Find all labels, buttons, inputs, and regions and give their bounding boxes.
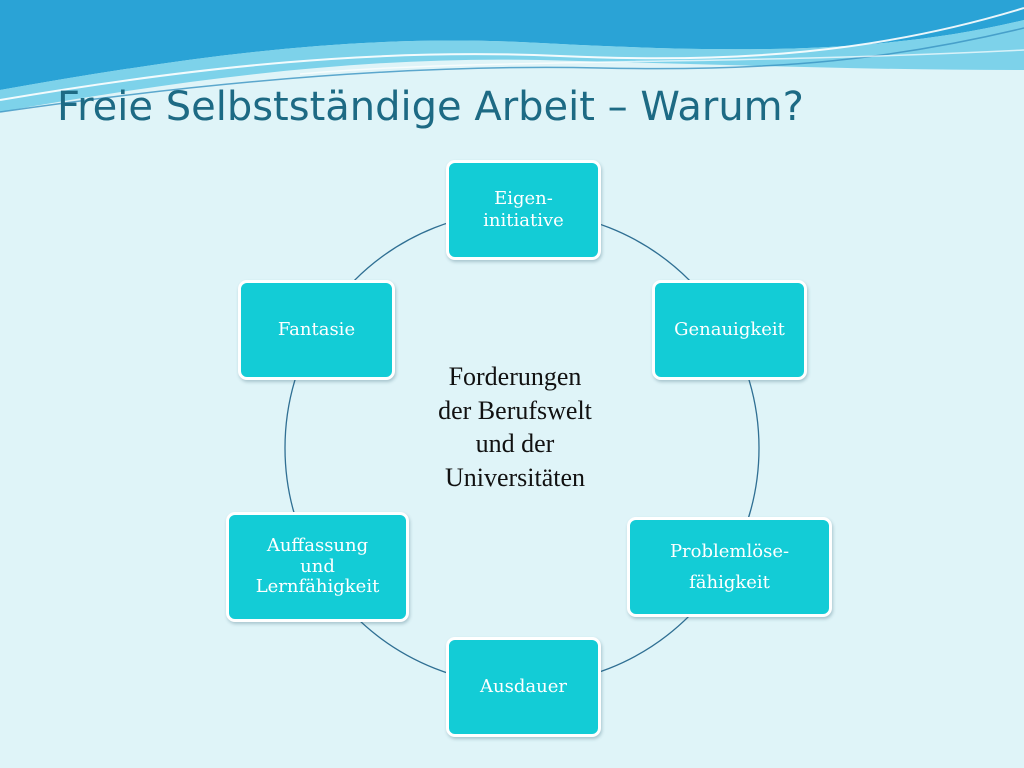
node-fantasie: Fantasie — [238, 280, 395, 380]
node-problemloesefaehigkeit: Problemlöse- fähigkeit — [627, 517, 832, 617]
node-auffassung: Auffassung und Lernfähigkeit — [226, 512, 409, 622]
center-text-line-2: der Berufswelt — [438, 395, 592, 425]
node-auffassung-line-1: Auffassung — [266, 534, 369, 556]
center-text-line-4: Universitäten — [444, 462, 586, 492]
node-ausdauer: Ausdauer — [446, 637, 601, 737]
node-genauigkeit-label: Genauigkeit — [674, 319, 785, 341]
node-eigeninitiative-line-1: Eigen- — [494, 188, 553, 210]
header-wave-decoration — [0, 0, 1024, 113]
center-text-line-3: und der — [475, 429, 555, 459]
node-problemloese-line-1: Problemlöse- — [669, 540, 790, 562]
wave-line-3 — [299, 49, 1024, 75]
node-eigeninitiative-line-2: initiative — [483, 210, 564, 231]
wave-band-top — [0, 0, 1024, 90]
wave-band-mid — [0, 20, 1024, 112]
node-genauigkeit: Genauigkeit — [652, 280, 807, 380]
node-fantasie-label: Fantasie — [277, 319, 356, 341]
slide-title: Freie Selbstständige Arbeit – Warum? — [57, 84, 804, 130]
node-problemloese-line-2: fähigkeit — [689, 572, 770, 593]
node-auffassung-line-3: Lernfähigkeit — [255, 576, 380, 598]
node-auffassung-line-2: und — [300, 555, 335, 577]
cycle-center-text: Forderungen der Berufswelt und der Unive… — [400, 360, 630, 494]
center-text-line-1: Forderungen — [448, 362, 582, 391]
wave-line-1 — [0, 7, 1024, 101]
wave-line-2 — [0, 27, 1024, 113]
node-ausdauer-label: Ausdauer — [480, 676, 567, 698]
node-eigeninitiative: Eigen- initiative — [446, 160, 601, 260]
